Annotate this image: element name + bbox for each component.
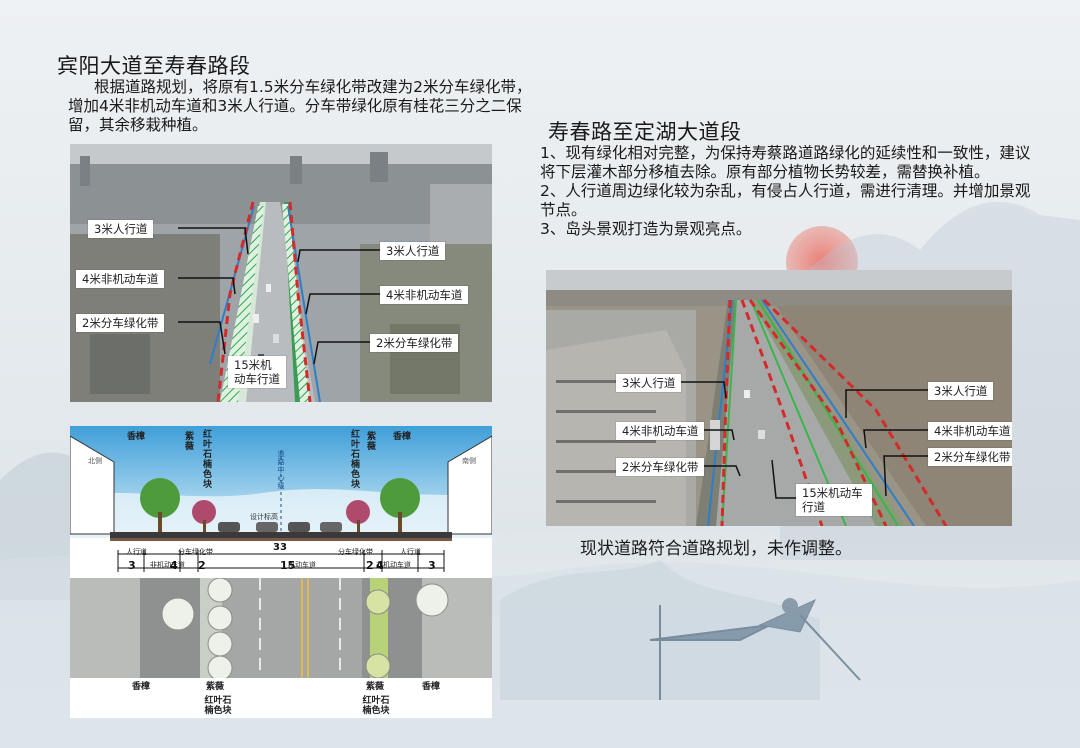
section-band-green-right: 分车绿化带 <box>338 548 373 556</box>
section-width-4: 15 <box>280 559 296 572</box>
section-band-sidewalk-right: 人行道 <box>400 548 421 556</box>
section-label-dir-right: 南侧 <box>462 457 476 465</box>
plan-label-c: 红叶石楠色块 <box>204 696 232 716</box>
boat-decoration <box>649 598 861 700</box>
left-photo-label-green-left: 2米分车绿化带 <box>76 314 165 332</box>
plan-label-b: 紫薇 <box>206 682 225 692</box>
section-label-tree-left-2: 紫薇 <box>184 432 194 452</box>
plan-label-e: 红叶石楠色块 <box>362 696 390 716</box>
right-photo-label-sidewalk-right: 3米人行道 <box>928 382 994 400</box>
left-plan-view: 香樟 紫薇 红叶石楠色块 紫薇 红叶石楠色块 香樟 <box>70 578 492 718</box>
left-aerial-photo: 3米人行道 4米非机动车道 2米分车绿化带 3米人行道 4米非机动车道 2米分车… <box>70 144 492 402</box>
section-label-tree-left-3: 红叶石楠色块 <box>202 430 212 490</box>
right-item-2: 2、人行道周边绿化较为杂乱，有侵占人行道，需进行清理。并增加景观节点。 <box>540 182 1031 219</box>
plan-label-f: 香樟 <box>422 682 441 692</box>
right-item-3: 3、岛头景观打造为景观亮点。 <box>540 220 752 238</box>
right-photo-caption: 现状道路符合道路规划，未作调整。 <box>580 539 852 559</box>
left-section-title: 宾阳大道至寿春路段 <box>57 54 251 78</box>
section-width-2: 4 <box>170 559 178 572</box>
section-band-nonmotor-left: 非机动车道 <box>150 561 185 569</box>
section-label-tree-right-2: 紫薇 <box>366 432 376 452</box>
right-photo-label-sidewalk-left: 3米人行道 <box>616 374 682 392</box>
plan-view-illustration <box>70 578 492 681</box>
section-band-green-left: 分车绿化带 <box>178 548 213 556</box>
mountain-decoration-3 <box>500 560 820 700</box>
right-aerial-photo-illustration <box>546 270 1012 526</box>
section-label-center-line: 道路中心线 <box>277 450 285 490</box>
right-photo-label-nonmotor-right: 4米非机动车道 <box>928 422 1012 440</box>
section-width-3: 2 <box>198 559 206 572</box>
section-band-motor: 机动车道 <box>288 561 316 569</box>
left-photo-label-sidewalk-left: 3米人行道 <box>88 220 154 238</box>
left-photo-label-nonmotor-right: 4米非机动车道 <box>380 286 469 304</box>
section-label-design-level: 设计标高 <box>250 513 278 521</box>
section-width-6: 4 <box>376 559 384 572</box>
right-section-list: 1、现有绿化相对完整，为保持寿蔡路道路绿化的延续性和一致性，建议将下层灌木部分移… <box>540 144 1040 239</box>
right-photo-label-green-right: 2米分车绿化带 <box>928 448 1012 466</box>
left-photo-label-nonmotor-left: 4米非机动车道 <box>76 270 165 288</box>
cross-section-illustration <box>70 426 492 572</box>
section-total-width: 33 <box>273 542 287 553</box>
plan-label-d: 紫薇 <box>366 682 385 692</box>
section-label-tree-left-1: 香樟 <box>126 432 145 442</box>
section-band-nonmotor-right: 非机动车道 <box>376 561 411 569</box>
section-width-1: 3 <box>128 559 136 572</box>
section-label-tree-right-3: 香樟 <box>392 432 411 442</box>
section-width-5: 2 <box>366 559 374 572</box>
section-label-dir-left: 北侧 <box>88 457 102 465</box>
right-photo-label-nonmotor-left: 4米非机动车道 <box>616 422 705 440</box>
right-aerial-photo: 3米人行道 4米非机动车道 2米分车绿化带 3米人行道 4米非机动车道 2米分车… <box>546 270 1012 526</box>
left-photo-label-green-right: 2米分车绿化带 <box>370 334 459 352</box>
section-band-sidewalk-left: 人行道 <box>126 548 147 556</box>
right-item-1: 1、现有绿化相对完整，为保持寿蔡路道路绿化的延续性和一致性，建议将下层灌木部分移… <box>540 144 1031 181</box>
right-photo-label-motor-lane: 15米机动车行道 <box>796 484 872 516</box>
section-label-tree-right-1: 红叶石楠色块 <box>350 430 360 490</box>
right-section-title: 寿春路至定湖大道段 <box>548 120 742 144</box>
left-photo-label-motor-lane: 15米机动车行道 <box>228 356 286 388</box>
section-width-7: 3 <box>428 559 436 572</box>
right-photo-label-green-left: 2米分车绿化带 <box>616 458 705 476</box>
plan-label-a: 香樟 <box>132 682 151 692</box>
left-cross-section: 香樟 紫薇 红叶石楠色块 道路中心线 红叶石楠色块 紫薇 香樟 北侧 南侧 设计… <box>70 426 492 578</box>
left-photo-label-sidewalk-right: 3米人行道 <box>380 242 446 260</box>
left-section-description: 根据道路规划，将原有1.5米分车绿化带改建为2米分车绿化带，增加4米非机动车道和… <box>68 78 532 134</box>
